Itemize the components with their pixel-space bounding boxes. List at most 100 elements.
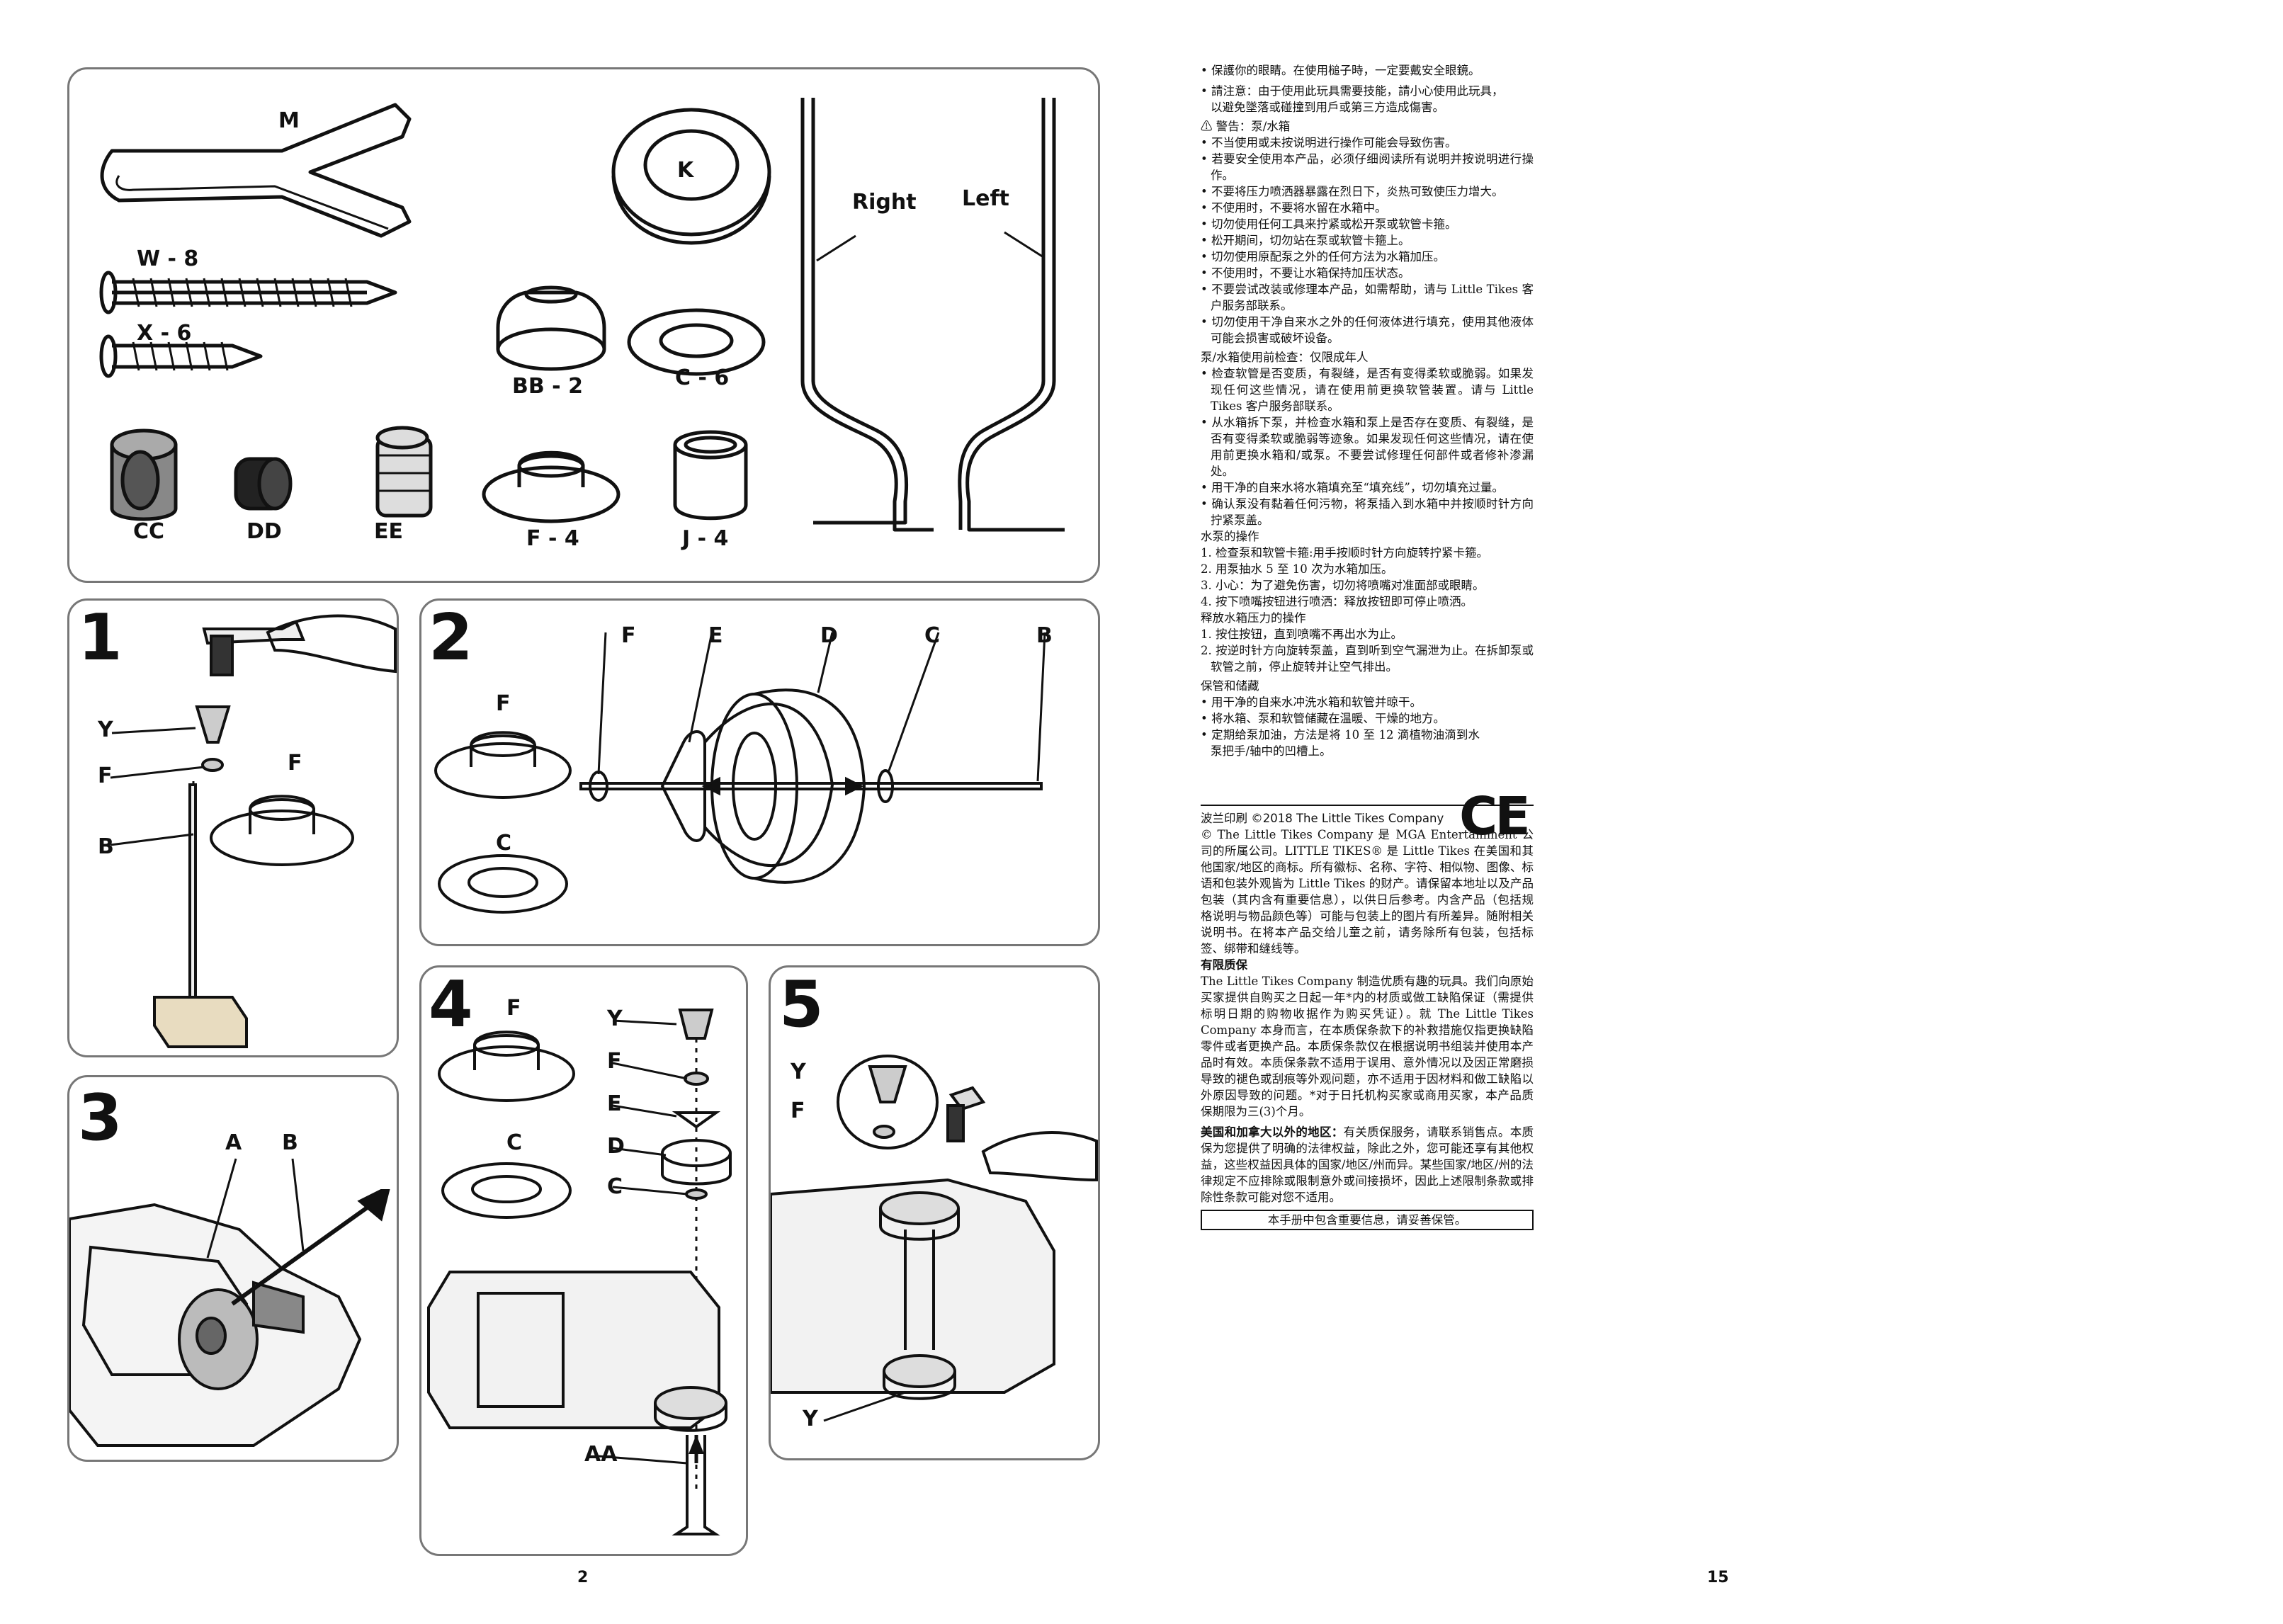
step-3-drawing [69, 1158, 390, 1447]
step-1-label-b: B [98, 834, 114, 859]
step-4-drawing [427, 1009, 732, 1535]
safety-skill-notice-2: 以避免墜落或碰撞到用戶或第三方造成傷害。 [1211, 101, 1444, 114]
label-ee: EE [374, 519, 403, 544]
step-2-drawing [434, 632, 1046, 914]
warranty-body: The Little Tikes Company 制造优质有趣的玩具。我们向原始… [1201, 975, 1534, 1118]
pre-use-check-heading: 泵/水箱使用前检查：仅限成年人 [1201, 351, 1369, 364]
part-cc-drawing [110, 428, 178, 521]
operation-item: 2. 用泵抽水 5 至 10 次为水箱加压。 [1201, 562, 1393, 576]
step-4-label-f2: F [607, 1049, 622, 1074]
step-1-panel: 1 Y F F B [67, 598, 399, 1057]
step-4-label-c: C [506, 1130, 523, 1155]
step-2-label-c2: C [496, 831, 512, 856]
step-1-label-f2: F [288, 751, 302, 776]
step-3-panel: 3 A B [67, 1075, 399, 1462]
step-2-label-f: F [621, 623, 636, 648]
step-2-label-f2: F [496, 691, 511, 716]
step-1-label-y: Y [98, 717, 113, 742]
step-5-drawing [771, 1055, 1098, 1422]
warning-item: • 切勿使用任何工具来拧紧或松开泵或软管卡箍。 [1201, 217, 1457, 231]
step-1-label-f: F [98, 763, 113, 788]
check-item: • 从水箱拆下泵，并检查水箱和泵上是否存在变质、有裂缝，是否有变得柔软或脆弱等迹… [1201, 416, 1534, 478]
international-heading: 美国和加拿大以外的地区： [1201, 1125, 1344, 1139]
label-f4: F - 4 [526, 526, 579, 551]
copyright-body: © The Little Tikes Company 是 MGA Enterta… [1201, 828, 1534, 955]
label-k: K [677, 158, 694, 183]
part-x6-drawing [99, 334, 263, 378]
warranty-heading: 有限质保 [1201, 958, 1247, 972]
parts-panel: M K W - 8 X - 6 BB - 2 C - 6 CC DD EE F … [67, 67, 1100, 583]
check-item: • 确认泵没有黏着任何污物，将泵插入到水箱中并按顺时针方向拧紧泵盖。 [1201, 497, 1534, 527]
step-4-label-aa: AA [584, 1442, 618, 1467]
operation-item: 1. 检查泵和软管卡箍:用手按顺时针方向旋转拧紧卡箍。 [1201, 546, 1489, 560]
warning-item: • 切勿使用干净自来水之外的任何液体进行填充，使用其他液体可能会损害或破坏设备。 [1201, 315, 1534, 345]
warning-item: • 切勿使用原配泵之外的任何方法为水箱加压。 [1201, 250, 1445, 263]
step-5-label-y2: Y [803, 1407, 818, 1431]
step-4-label-d: D [607, 1134, 625, 1159]
page-number-right: 15 [1707, 1569, 1729, 1586]
warning-item: • 不当使用或未按说明进行操作可能会导致伤害。 [1201, 136, 1457, 149]
bracket-left-drawing [958, 98, 1065, 532]
label-w8: W - 8 [137, 246, 199, 271]
keep-manual-notice: 本手册中包含重要信息，请妥善保管。 [1201, 1210, 1534, 1230]
warning-item: • 若要安全使用本产品，必须仔细阅读所有说明并按说明进行操作。 [1201, 152, 1534, 182]
warning-item: • 松开期间，切勿站在泵或软管卡箍上。 [1201, 234, 1410, 247]
safety-eye-protection: • 保護你的眼睛。在使用槌子時，一定要戴安全眼鏡。 [1201, 64, 1480, 77]
step-1-number: 1 [78, 601, 123, 675]
label-c6: C - 6 [675, 365, 730, 390]
storage-item: • 用干净的自来水冲洗水箱和软管并晾干。 [1201, 695, 1422, 709]
storage-item: • 定期给泵加油，方法是将 10 至 12 滴植物油滴到水泵把手/轴中的凹槽上。 [1201, 728, 1480, 758]
operation-item: 4. 按下喷嘴按钮进行喷洒：释放按钮即可停止喷洒。 [1201, 595, 1473, 608]
step-4-label-y: Y [607, 1006, 623, 1031]
bracket-right-drawing [800, 98, 934, 532]
warning-heading: ⚠ 警告：泵/水箱 [1201, 120, 1291, 133]
label-right: Right [852, 190, 917, 215]
international-body: 有关质保服务，请联系销售点。本质保为您提供了明确的法律权益，除此之外，您可能还享… [1201, 1125, 1534, 1204]
warning-item: • 不使用时，不要将水留在水箱中。 [1201, 201, 1387, 215]
part-k-drawing [611, 108, 771, 237]
check-item: • 检查软管是否变质，有裂缝，是否有变得柔软或脆弱。如果发现任何这些情况，请在使… [1201, 367, 1534, 413]
step-3-label-a: A [225, 1130, 242, 1155]
label-x6: X - 6 [137, 321, 192, 346]
step-4-panel: 4 F C Y F E D C AA [419, 965, 748, 1556]
part-ee-drawing [375, 426, 433, 518]
step-2-label-b: B [1036, 623, 1053, 648]
part-m-drawing [100, 103, 412, 238]
part-c6-drawing [627, 308, 766, 376]
step-2-panel: 2 F E D C B F C [419, 598, 1100, 946]
warning-item: • 不使用时，不要让水箱保持加压状态。 [1201, 266, 1410, 280]
step-3-label-b: B [282, 1130, 298, 1155]
part-j4-drawing [673, 430, 748, 521]
step-4-number: 4 [429, 967, 473, 1042]
instructions-text-column: • 保護你的眼睛。在使用槌子時，一定要戴安全眼鏡。 • 請注意：由于使用此玩具需… [1201, 62, 1534, 1230]
release-item: 1. 按住按钮，直到喷嘴不再出水为止。 [1201, 628, 1403, 641]
step-5-number: 5 [779, 967, 824, 1042]
check-item: • 用干净的自来水将水箱填充至“填充线”，切勿填充过量。 [1201, 481, 1504, 494]
step-1-drawing [110, 614, 397, 1048]
step-2-label-c: C [924, 623, 941, 648]
step-2-label-d: D [820, 623, 838, 648]
ce-mark-logo: CE [1459, 786, 1531, 847]
label-j4: J - 4 [682, 526, 729, 551]
copyright-line: 波兰印刷 ©2018 The Little Tikes Company [1201, 812, 1444, 825]
step-4-label-c2: C [607, 1174, 623, 1199]
warning-item: • 不要将压力喷洒器暴露在烈日下，炎热可致使压力增大。 [1201, 185, 1504, 198]
operation-item: 3. 小心：为了避免伤害，切勿将喷嘴对准面部或眼睛。 [1201, 579, 1485, 592]
operation-heading: 水泵的操作 [1201, 530, 1259, 543]
label-cc: CC [133, 519, 165, 544]
part-bb2-drawing [496, 285, 606, 371]
warning-item: • 不要尝试改装或修理本产品，如需帮助，请与 Little Tikes 客户服务… [1201, 283, 1534, 312]
label-m: M [278, 108, 300, 133]
page-number-left: 2 [577, 1569, 589, 1586]
label-left: Left [962, 186, 1009, 211]
step-2-number: 2 [429, 601, 473, 675]
part-w8-drawing [99, 271, 397, 314]
step-5-label-f: F [791, 1098, 805, 1123]
step-2-label-e: E [708, 623, 723, 648]
part-f4-drawing [482, 450, 621, 523]
step-5-panel: 5 Y F Y [769, 965, 1100, 1460]
part-dd-drawing [234, 457, 293, 511]
label-dd: DD [247, 519, 282, 544]
parts-drawing [99, 98, 1065, 532]
divider [1201, 805, 1534, 806]
